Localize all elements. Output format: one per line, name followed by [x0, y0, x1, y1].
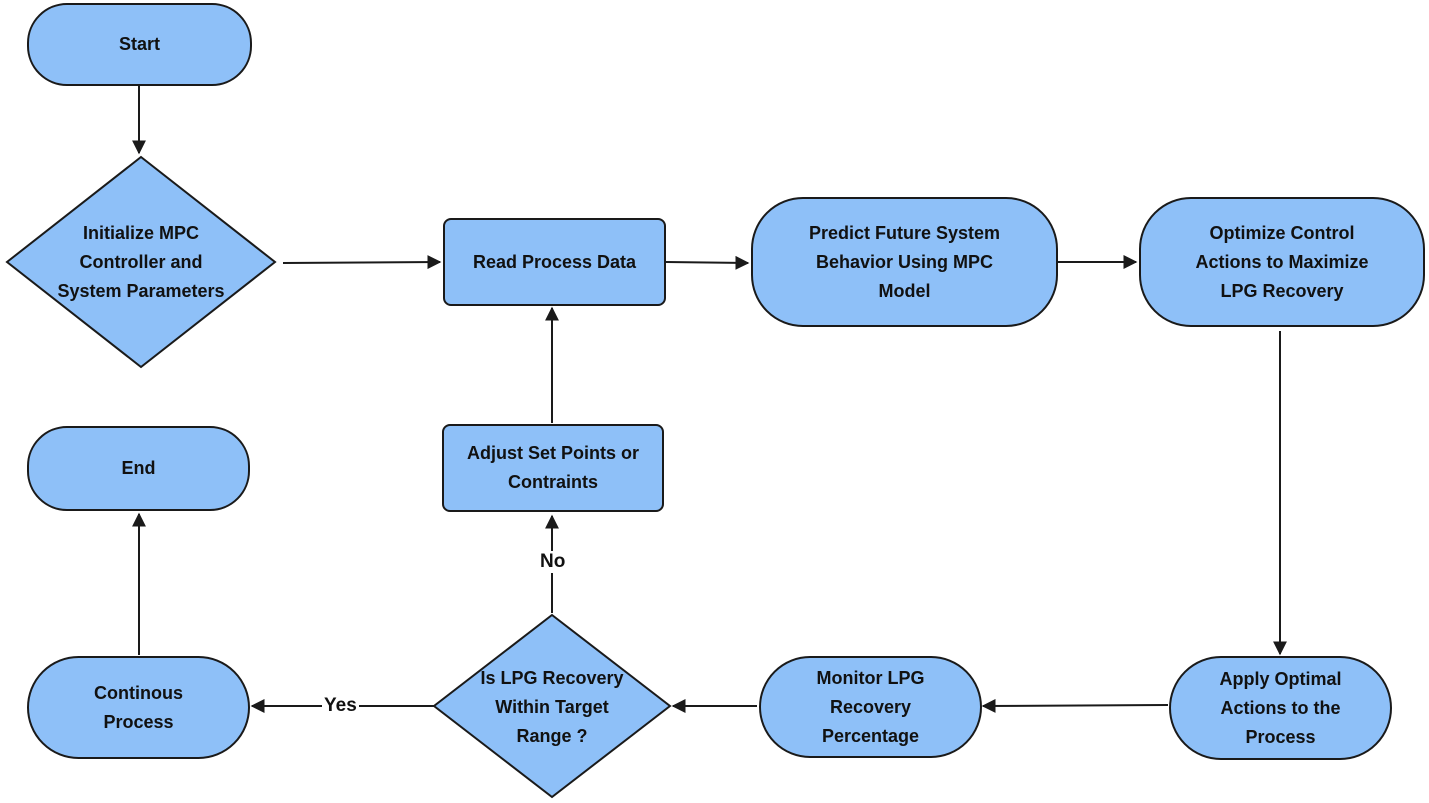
edge-apply-to-monitor — [981, 698, 1169, 713]
end-label: End — [121, 458, 156, 478]
continuous-node: Continous Process — [27, 656, 250, 759]
adjust-node: Adjust Set Points or Contraints — [442, 424, 664, 512]
monitor-label: Monitor LPG Recovery Percentage — [816, 667, 925, 746]
start-node: Start — [27, 3, 252, 86]
decision-label: Is LPG Recovery Within Target Range ? — [480, 667, 624, 746]
optimize-label: Optimize Control Actions to Maximize LPG… — [1195, 222, 1369, 301]
read-process-data-node: Read Process Data — [443, 218, 666, 306]
initialize-label: Initialize MPC Controller and System Par… — [57, 222, 225, 301]
read-process-data-label: Read Process Data — [472, 251, 637, 272]
monitor-node: Monitor LPG Recovery Percentage — [759, 656, 982, 758]
edge-label-yes: Yes — [322, 695, 359, 717]
adjust-label: Adjust Set Points or Contraints — [466, 443, 639, 492]
initialize-diamond-shape — [5, 155, 277, 369]
end-node: End — [27, 426, 250, 511]
predict-label: Predict Future System Behavior Using MPC… — [808, 222, 1001, 301]
decision-diamond-shape — [432, 613, 672, 799]
continuous-label: Continous Process — [94, 682, 183, 732]
apply-label: Apply Optimal Actions to the Process — [1219, 668, 1342, 747]
start-label: Start — [118, 34, 160, 54]
initialize-node: Initialize MPC Controller and System Par… — [40, 212, 242, 312]
edge-read-to-predict — [665, 255, 750, 270]
apply-node: Apply Optimal Actions to the Process — [1169, 656, 1392, 760]
edge-label-no: No — [538, 551, 568, 573]
edge-initialize-to-read — [282, 255, 442, 270]
predict-node: Predict Future System Behavior Using MPC… — [751, 197, 1058, 327]
optimize-node: Optimize Control Actions to Maximize LPG… — [1139, 197, 1425, 327]
decision-node: Is LPG Recovery Within Target Range ? — [462, 662, 642, 752]
